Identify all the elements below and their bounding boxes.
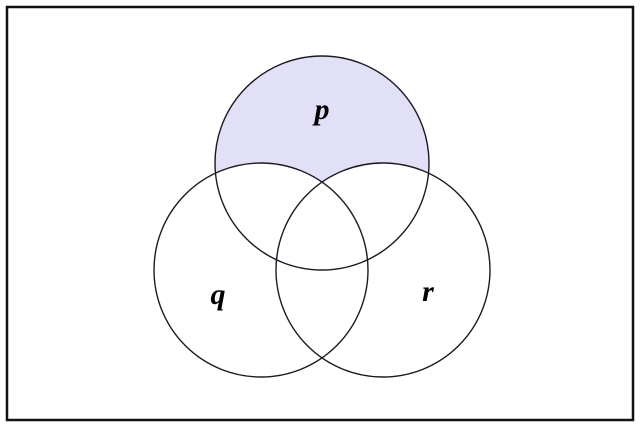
set-label-p: p <box>312 93 330 126</box>
circle-outline-group <box>153 55 491 378</box>
set-circle-p <box>214 55 430 271</box>
set-circle-r <box>275 162 491 378</box>
set-label-group: p q r <box>211 93 435 311</box>
set-label-q: q <box>211 278 226 311</box>
set-label-r: r <box>422 275 434 308</box>
set-circle-q <box>153 162 369 378</box>
